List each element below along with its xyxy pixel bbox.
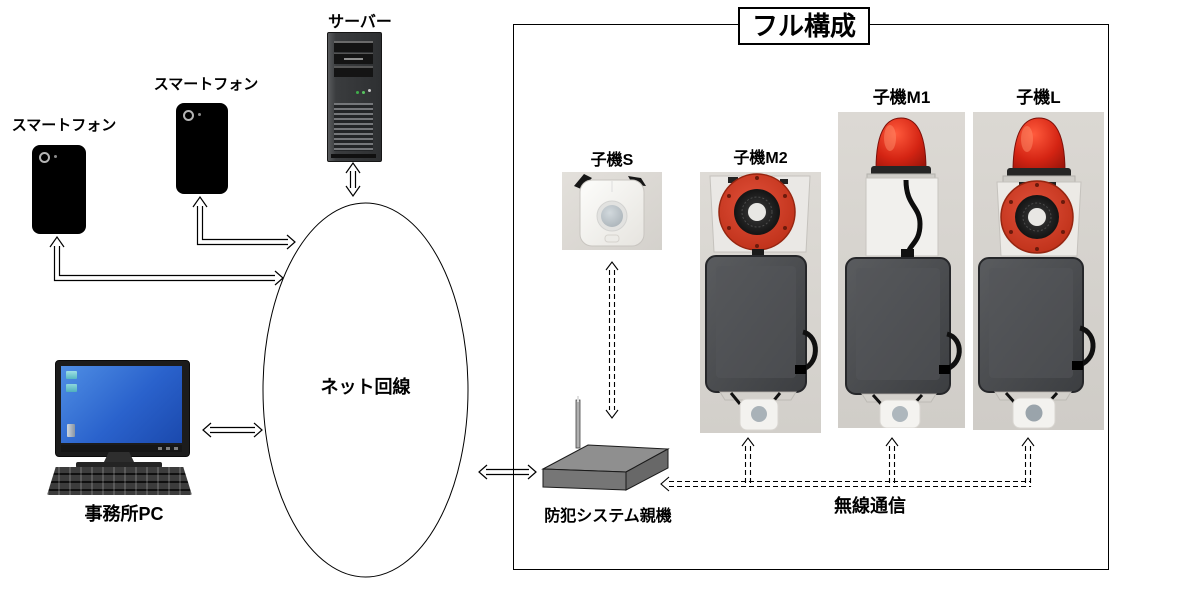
beacon-light bbox=[1002, 117, 1076, 183]
drive-bay bbox=[334, 41, 373, 52]
device-l-label: 子機L bbox=[1016, 88, 1061, 107]
control-box bbox=[978, 257, 1084, 393]
office-pc-label: 事務所PC bbox=[84, 504, 164, 524]
camera-icon bbox=[39, 152, 50, 163]
camera-icon bbox=[183, 110, 194, 121]
arrow-smartphone2-network bbox=[192, 195, 296, 250]
server-vents bbox=[334, 103, 373, 151]
horn-speaker bbox=[1000, 180, 1074, 254]
bezel-button-icon bbox=[158, 447, 162, 450]
device-m2-label: 子機M2 bbox=[733, 150, 788, 167]
cable bbox=[903, 179, 923, 257]
device-m2-photo bbox=[700, 172, 821, 433]
wireless-sensor bbox=[1012, 397, 1056, 429]
device-s-label: 子機S bbox=[590, 152, 634, 169]
wireless-label: 無線通信 bbox=[834, 496, 906, 516]
smartphone-2 bbox=[176, 103, 228, 194]
led-icon bbox=[356, 91, 359, 94]
full-config-title: フル構成 bbox=[738, 7, 870, 45]
wireless-sensor bbox=[879, 399, 921, 428]
mount-plate bbox=[865, 177, 939, 257]
led-icon bbox=[362, 91, 365, 94]
drive-bay bbox=[334, 66, 373, 77]
document-icon bbox=[67, 424, 75, 437]
office-pc-monitor bbox=[55, 360, 190, 457]
mount-bracket bbox=[574, 174, 592, 189]
device-s-photo bbox=[562, 172, 662, 250]
device-l-photo bbox=[973, 112, 1104, 430]
office-pc-screen bbox=[61, 366, 182, 443]
drive-bay bbox=[334, 53, 373, 64]
monitor-bezel bbox=[61, 445, 182, 452]
control-box bbox=[845, 257, 951, 395]
bezel-button-icon bbox=[166, 447, 170, 450]
control-box bbox=[705, 255, 807, 393]
camera-flash-icon bbox=[54, 155, 57, 158]
arrow-server-network bbox=[345, 161, 361, 198]
network-label: ネット回線 bbox=[320, 377, 411, 397]
folder-icon bbox=[66, 384, 77, 392]
monitor-base bbox=[76, 462, 162, 468]
smartphone-1 bbox=[32, 145, 86, 234]
smartphone-1-label: スマートフォン bbox=[11, 117, 117, 134]
horn-speaker bbox=[718, 173, 796, 251]
server-tower bbox=[327, 32, 382, 162]
bezel-button-icon bbox=[174, 447, 178, 450]
server-label: サーバー bbox=[328, 14, 392, 31]
monitor-stand bbox=[103, 452, 135, 464]
led-icon bbox=[368, 89, 371, 92]
keyboard bbox=[47, 467, 192, 495]
folder-icon bbox=[66, 371, 77, 379]
smartphone-2-label: スマートフォン bbox=[153, 76, 259, 93]
server-base bbox=[331, 154, 376, 158]
device-m1-photo bbox=[838, 112, 965, 428]
arrow-pc-network bbox=[202, 422, 263, 438]
wireless-sensor bbox=[739, 398, 779, 431]
device-m1-label: 子機M1 bbox=[872, 88, 931, 107]
beacon-light bbox=[866, 117, 936, 181]
arrow-smartphone1-network bbox=[49, 235, 284, 286]
parent-unit-label: 防犯システム親機 bbox=[544, 508, 672, 525]
camera-flash-icon bbox=[198, 113, 201, 116]
